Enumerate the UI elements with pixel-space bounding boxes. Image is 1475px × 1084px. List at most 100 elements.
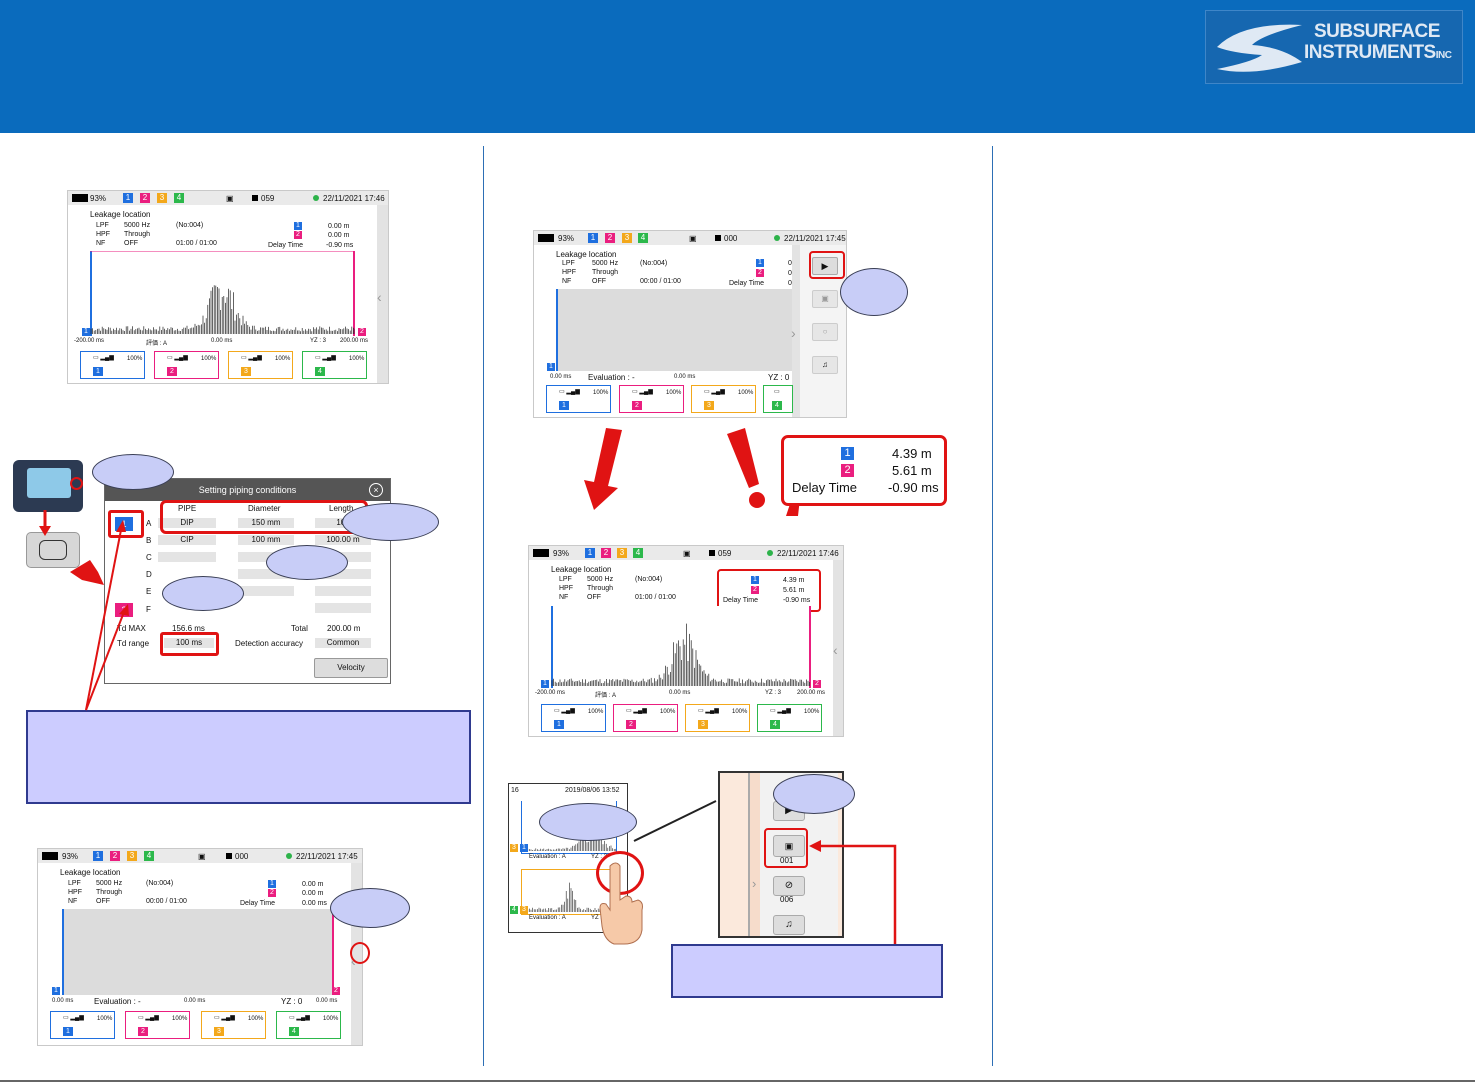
sd-card-icon: ▣	[226, 194, 234, 203]
save-icon[interactable]: ▣	[773, 835, 805, 857]
battery-icon	[533, 549, 549, 559]
record-datetime: 2019/08/06 13:52	[565, 787, 620, 794]
diameter-b[interactable]: 100 mm	[238, 535, 294, 545]
drawer-handle[interactable]	[750, 773, 760, 936]
sensor-number: 2	[167, 367, 177, 376]
ch3-badge: 3	[622, 233, 632, 243]
callout-bubble	[162, 576, 244, 611]
pipe-b[interactable]: CIP	[158, 535, 216, 545]
sensor1-marker: 1	[268, 880, 276, 888]
save-button-highlight	[764, 828, 808, 868]
chevron-left-icon: ›	[791, 325, 796, 341]
distance-1: 0.00 m	[328, 223, 350, 230]
ch2-axis-marker: 2	[813, 680, 821, 688]
axis-mid-label: 0.00 ms	[669, 690, 691, 696]
screen-title: Leakage location	[551, 565, 612, 574]
record-count: 059	[261, 194, 275, 203]
status-bar: 93% 1 2 3 4 ▣ 059 22/11/2021 17:46	[529, 546, 843, 560]
sensor-pct: 100%	[275, 356, 291, 362]
cylinder-key-icon	[39, 540, 67, 560]
callout-bubble	[840, 268, 908, 316]
ch4-badge: 4	[633, 548, 643, 558]
record-count: 000	[235, 852, 249, 861]
sensor-number: 4	[315, 367, 325, 376]
tdrange-select[interactable]: 100 ms	[164, 638, 214, 648]
ch1-axis-marker: 1	[52, 987, 60, 995]
length-e[interactable]	[315, 586, 371, 596]
ch2-badge: 2	[605, 233, 615, 243]
pipe-a[interactable]: DIP	[158, 518, 216, 528]
side-drawer-handle[interactable]: ‹	[833, 560, 843, 736]
sensor-icon: ▭ ▂▄▆	[241, 355, 262, 361]
axis-left-label: 0.00 ms	[550, 374, 572, 380]
screen-title: Leakage location	[90, 210, 151, 219]
sensor-panel-1: ▭ ▂▄▆100%1	[546, 385, 611, 413]
column-divider	[992, 146, 993, 1066]
ch2-axis-marker: 2	[332, 987, 340, 995]
ch3-axis-marker: 3	[510, 844, 518, 852]
record-yz-1: YZ : 3	[591, 854, 608, 860]
close-icon[interactable]: ×	[369, 483, 383, 497]
record-yz-2: YZ : 4	[591, 915, 608, 921]
delay-label: Delay Time	[240, 900, 276, 907]
col-length: Length	[329, 504, 354, 513]
note-box-save	[671, 944, 943, 998]
device-screen-ready: 93% 1 2 3 4 ▣ 000 22/11/2021 17:45 Leaka…	[37, 848, 363, 1046]
sensor-panel-2: ▭ ▂▄▆100%2	[125, 1011, 190, 1039]
chevron-left-icon: ‹	[833, 642, 838, 658]
axis-mid-label: 0.00 ms	[211, 338, 233, 344]
accuracy-select[interactable]: Common	[315, 638, 371, 648]
headphone-icon[interactable]: ♫	[773, 915, 805, 935]
velocity-button[interactable]: Velocity	[314, 658, 388, 678]
evaluation-label: 評価 : A	[146, 341, 168, 347]
pipe-c[interactable]	[158, 552, 216, 562]
ch1-badge: 1	[93, 851, 103, 861]
sensor-pct: 100%	[97, 1016, 113, 1022]
diameter-e[interactable]	[238, 586, 294, 596]
device-screen-start: 93% 1 2 3 4 ▣ 000 22/11/2021 17:45 Leaka…	[533, 230, 847, 418]
row-label-e: E	[146, 587, 152, 596]
distance-2: 5.61 m	[783, 587, 805, 594]
hand-pointer-icon	[599, 862, 643, 945]
diameter-d[interactable]	[238, 569, 294, 579]
battery-icon	[72, 194, 88, 204]
save-icon[interactable]: ▣	[812, 290, 838, 308]
column-divider	[483, 146, 484, 1066]
sensor2-marker: 2	[756, 269, 764, 277]
length-b[interactable]: 100.00 m	[315, 535, 371, 545]
drawer-handle-highlight	[350, 942, 370, 964]
length-d[interactable]	[315, 569, 371, 579]
chevron-right-icon: ›	[752, 876, 757, 891]
row-label-c: C	[146, 553, 152, 562]
sensor-number: 1	[63, 1027, 73, 1036]
headphone-icon[interactable]: ♫	[812, 356, 838, 374]
tdrange-label: Td range	[117, 639, 150, 648]
axis-mid-label: 0.00 ms	[184, 998, 206, 1004]
settings-key[interactable]	[26, 532, 80, 568]
panel-divider	[748, 773, 750, 936]
ch1-badge: 1	[585, 548, 595, 558]
status-bar: 93% 1 2 3 4 ▣ 000 22/11/2021 17:45	[534, 231, 846, 245]
side-drawer-handle[interactable]: ‹	[377, 205, 388, 383]
ch1-badge: 1	[588, 233, 598, 243]
note-box-setup	[26, 710, 471, 804]
sensor-icon: ▭ ▂▄▆	[704, 389, 725, 395]
sensor-icon: ▭ ▂▄▆	[167, 355, 188, 361]
length-f[interactable]	[315, 603, 371, 613]
sensor-panel-2: ▭ ▂▄▆100%2	[613, 704, 678, 732]
play-button[interactable]: ▶	[812, 257, 838, 275]
status-dot-icon	[313, 194, 319, 203]
ch3-badge: 3	[127, 851, 137, 861]
diameter-a[interactable]: 150 mm	[238, 518, 294, 528]
side-drawer-handle[interactable]: ›	[791, 245, 800, 417]
record-button[interactable]: ○	[812, 323, 838, 341]
yz-label: YZ : 0	[281, 997, 303, 1006]
ch1-axis-marker: 1	[541, 680, 549, 688]
diameter-c[interactable]	[238, 552, 294, 562]
sensor-pct: 100%	[323, 1016, 339, 1022]
evaluation-label: Evaluation : -	[94, 997, 141, 1006]
record-button[interactable]: ⊘	[773, 876, 805, 896]
sensor-number: 1	[554, 720, 564, 729]
sensor-pct: 100%	[804, 709, 820, 715]
delay-value: 0.00 ms	[302, 900, 327, 907]
